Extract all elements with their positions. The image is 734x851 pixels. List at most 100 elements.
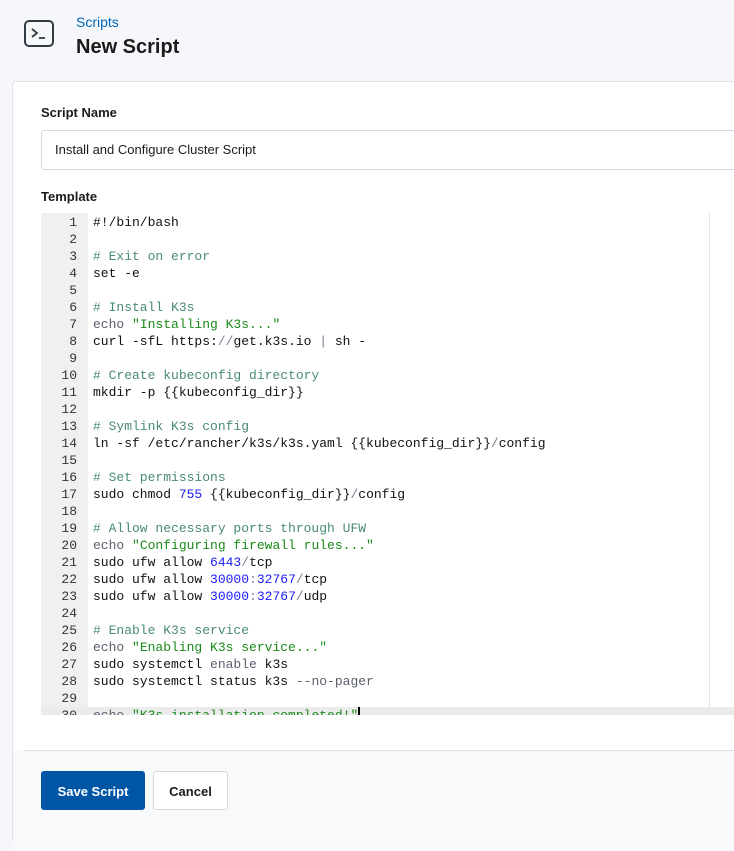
line-number: 3 — [69, 249, 77, 264]
script-form-card: Script Name Install and Configure Cluste… — [12, 81, 734, 851]
code-token: config — [358, 487, 406, 502]
code-line[interactable]: 14 ln -sf /etc/rancher/k3s/k3s.yaml {{kub… — [41, 435, 734, 452]
line-code: sudo ufw allow 6443/tcp — [93, 554, 272, 571]
code-line[interactable]: 19# Allow necessary ports through UFW — [41, 520, 734, 537]
code-token: enable — [210, 657, 257, 672]
template-label: Template — [41, 189, 98, 204]
code-token: 32767 — [256, 572, 296, 587]
print-margin — [709, 213, 710, 715]
code-line[interactable]: 5 — [41, 282, 734, 299]
line-number: 24 — [61, 606, 77, 621]
terminal-icon — [24, 20, 54, 47]
line-code: #!/bin/bash — [93, 214, 179, 231]
script-name-input[interactable]: Install and Configure Cluster Script — [41, 130, 734, 170]
code-line[interactable]: 18 — [41, 503, 734, 520]
line-code: sudo ufw allow 30000:32767/udp — [93, 588, 327, 605]
code-token: / — [350, 487, 359, 502]
code-line[interactable]: 27 sudo systemctl enable k3s — [41, 656, 734, 673]
line-number: 25 — [61, 623, 77, 638]
line-code: echo "Installing K3s..." — [93, 316, 280, 333]
code-token: # Allow necessary ports through UFW — [93, 521, 367, 536]
line-number: 4 — [69, 266, 77, 281]
code-line[interactable]: 9 — [41, 350, 734, 367]
code-token: echo — [93, 708, 132, 715]
line-code: echo "Configuring firewall rules..." — [93, 537, 374, 554]
code-token: 30000 — [210, 589, 250, 604]
code-token: "Configuring firewall rules..." — [132, 538, 374, 553]
code-token: | — [319, 334, 328, 349]
line-number: 16 — [61, 470, 77, 485]
breadcrumb-scripts-link[interactable]: Scripts — [76, 14, 119, 30]
code-line[interactable]: 3 # Exit on error — [41, 248, 734, 265]
line-number: 8 — [69, 334, 77, 349]
line-number: 7 — [69, 317, 77, 332]
code-token: # Set permissions — [93, 470, 226, 485]
code-token: curl -sfL https: — [93, 334, 218, 349]
code-token: : — [249, 589, 257, 604]
code-token: / — [295, 572, 304, 587]
code-token: sudo ufw allow — [93, 589, 211, 604]
code-token: / — [241, 555, 250, 570]
code-token: "Enabling K3s service..." — [132, 640, 328, 655]
line-number: 10 — [61, 368, 77, 383]
line-number: 14 — [61, 436, 77, 451]
script-name-label: Script Name — [41, 105, 117, 120]
code-line[interactable]: 7 echo "Installing K3s..." — [41, 316, 734, 333]
code-token: # Create kubeconfig directory — [93, 368, 320, 383]
line-number: 15 — [61, 453, 77, 468]
code-line[interactable]: 2 — [41, 231, 734, 248]
code-line[interactable]: 29 — [41, 690, 734, 707]
code-token: sudo systemctl — [93, 657, 211, 672]
code-line[interactable]: 12 — [41, 401, 734, 418]
code-line[interactable]: 10 # Create kubeconfig directory — [41, 367, 734, 384]
line-number: 18 — [61, 504, 77, 519]
code-token: # Exit on error — [93, 249, 211, 264]
line-code: sudo systemctl status k3s --no-pager — [93, 673, 374, 690]
code-line[interactable]: 4 set -e — [41, 265, 734, 282]
code-token: # Symlink K3s config — [93, 419, 250, 434]
code-line[interactable]: 15 — [41, 452, 734, 469]
code-token: sudo ufw allow — [93, 572, 211, 587]
code-token: ln -sf /etc/rancher/k3s/k3s.yaml {{kubec… — [93, 436, 491, 451]
code-token: "Installing K3s..." — [132, 317, 281, 332]
line-code: # Set permissions — [93, 469, 226, 486]
line-number: 26 — [61, 640, 77, 655]
code-token: get.k3s.io — [233, 334, 320, 349]
line-code: # Exit on error — [93, 248, 210, 265]
line-number: 11 — [61, 385, 77, 400]
code-token: k3s — [256, 657, 289, 672]
cancel-button[interactable]: Cancel — [153, 771, 228, 810]
line-number: 27 — [61, 657, 77, 672]
code-line[interactable]: 30echo "K3s installation completed!" — [41, 707, 734, 715]
code-token: # Enable K3s service — [93, 623, 250, 638]
line-number: 5 — [69, 283, 77, 298]
code-line[interactable]: 24 — [41, 605, 734, 622]
code-line[interactable]: 25 # Enable K3s service — [41, 622, 734, 639]
line-number: 17 — [61, 487, 77, 502]
code-line[interactable]: 13# Symlink K3s config — [41, 418, 734, 435]
line-code: # Enable K3s service — [93, 622, 249, 639]
code-line[interactable]: 16 # Set permissions — [41, 469, 734, 486]
save-script-button[interactable]: Save Script — [41, 771, 145, 810]
line-code: set -e — [93, 265, 140, 282]
code-line[interactable]: 1#!/bin/bash — [41, 214, 734, 231]
code-token: # Install K3s — [93, 300, 195, 315]
line-number-gutter — [41, 213, 88, 715]
code-line[interactable]: 6 # Install K3s — [41, 299, 734, 316]
code-token: #!/bin/bash — [93, 215, 179, 230]
code-token: sudo chmod — [93, 487, 179, 502]
line-number: 2 — [69, 232, 77, 247]
line-number: 30 — [41, 707, 77, 715]
line-number: 6 — [69, 300, 77, 315]
